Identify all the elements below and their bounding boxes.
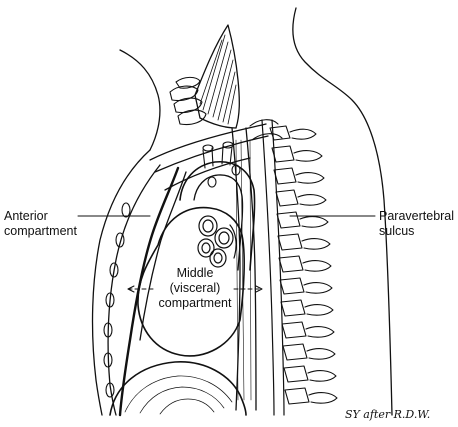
middle-compartment-label-line3: compartment xyxy=(158,296,232,310)
esophagus-striations xyxy=(235,139,252,401)
clavicle-lower xyxy=(154,135,269,173)
neck-muscle-striations xyxy=(199,34,237,125)
anterior-compartment-label-line2: compartment xyxy=(4,224,77,238)
anterior-chest-wall xyxy=(91,149,151,416)
middle-compartment-label-line2: (visceral) xyxy=(169,281,221,295)
vertebral-column xyxy=(261,119,285,416)
heart xyxy=(137,206,245,357)
artist-signature: SY after R.D.W. xyxy=(345,408,431,421)
paravertebral-sulcus-label-line2: sulcus xyxy=(379,224,415,238)
diaphragm-striations xyxy=(124,375,233,415)
costal-cartilages xyxy=(103,202,131,398)
sternum-inner xyxy=(139,171,187,341)
vertebral-bodies xyxy=(269,125,310,405)
spinous-processes xyxy=(289,128,338,404)
anterior-compartment-label-line1: Anterior xyxy=(4,209,48,223)
anterior-chest-wall-inner xyxy=(107,164,161,416)
diaphragm-dome xyxy=(109,361,247,416)
paravertebral-sulcus-label-line1: Paravertebral xyxy=(379,209,455,223)
middle-compartment-label-line1: Middle xyxy=(176,266,214,280)
posterior-body-outline xyxy=(292,7,393,416)
middle-compartment-arrow xyxy=(127,285,263,293)
trachea-rings xyxy=(169,76,207,126)
anterior-compartment-label: Anterior compartment xyxy=(4,209,77,239)
hilum-vessels xyxy=(197,215,237,268)
upper-rib-heads xyxy=(249,119,283,141)
paravertebral-sulcus-label: Paravertebral sulcus xyxy=(379,209,454,239)
neck-muscle-outline xyxy=(194,24,240,129)
esophagus-posterior xyxy=(245,127,257,411)
arch-branches xyxy=(202,141,241,188)
anterior-neck-outline xyxy=(119,49,161,151)
middle-compartment-label: Middle (visceral) compartment xyxy=(150,266,240,311)
